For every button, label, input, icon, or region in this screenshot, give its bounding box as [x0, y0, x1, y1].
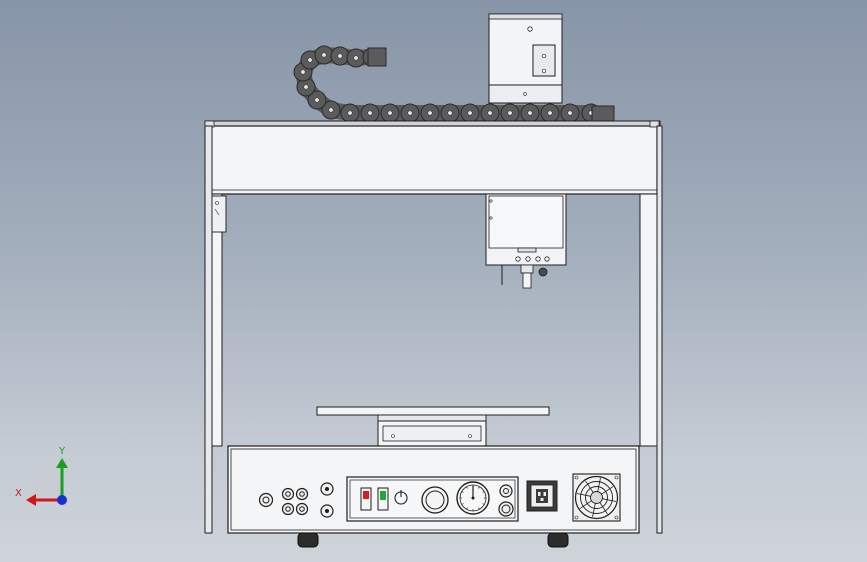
z-axis-dot — [57, 495, 67, 505]
gauge-tick — [482, 491, 485, 493]
z-axis-head-upper[interactable] — [488, 13, 563, 104]
right-column — [639, 125, 663, 534]
left-connectors[interactable] — [258, 482, 334, 518]
chain-link — [330, 46, 350, 66]
chain-link — [460, 103, 480, 123]
gauge-tick — [461, 491, 464, 493]
gantry-beam — [204, 120, 661, 195]
fan-spoke — [602, 498, 617, 502]
fan-spoke — [601, 486, 614, 495]
foot-right — [547, 532, 569, 548]
chain-link — [307, 90, 327, 110]
connector-single-icon — [258, 492, 274, 508]
gauge-tick — [482, 503, 485, 505]
connector-quad-icon — [281, 487, 309, 516]
chain-link — [321, 100, 341, 120]
gauge-tick — [461, 503, 464, 505]
fan-spoke — [597, 477, 601, 492]
work-table[interactable] — [316, 406, 550, 447]
power-socket-icon[interactable] — [526, 480, 558, 512]
fan-spoke — [579, 500, 592, 509]
chain-link — [540, 103, 560, 123]
fan-spoke — [576, 493, 591, 497]
z-axis-head-lower[interactable] — [485, 193, 567, 289]
chain-link — [480, 103, 500, 123]
coordinate-triad: X Y — [15, 446, 68, 506]
cable-drag-chain — [293, 45, 615, 123]
chain-end-bracket — [367, 47, 387, 67]
chain-link — [500, 103, 520, 123]
fan-spoke — [592, 503, 596, 518]
x-axis-label: X — [15, 488, 22, 499]
chain-link — [314, 45, 334, 65]
chain-link — [560, 103, 580, 123]
pressure-gauge-icon — [456, 481, 490, 515]
chain-link — [520, 103, 540, 123]
cooling-fan-icon — [572, 473, 621, 522]
chain-link — [400, 103, 420, 123]
chain-link — [360, 103, 380, 123]
gauge-tick — [478, 507, 480, 510]
connector-pair-icon — [320, 482, 334, 518]
fan-spoke — [599, 502, 608, 515]
left-column — [204, 125, 227, 534]
y-axis-label: Y — [58, 446, 66, 457]
gauge-tick — [466, 486, 468, 489]
foot-left — [297, 532, 319, 548]
chain-link — [380, 103, 400, 123]
chain-link — [440, 103, 460, 123]
fan-spoke — [585, 480, 594, 493]
chain-link — [340, 103, 360, 123]
gauge-tick — [466, 507, 468, 510]
power-knob-icon[interactable] — [394, 490, 408, 505]
red-switch-button[interactable] — [360, 487, 372, 511]
rotary-knob-icon[interactable] — [421, 486, 449, 514]
gauge-tick — [478, 486, 480, 489]
regulator-knob-icon[interactable] — [498, 484, 514, 517]
green-switch-button[interactable] — [377, 487, 389, 511]
chain-link — [346, 48, 366, 68]
chain-link — [420, 103, 440, 123]
chain-mount-bracket — [591, 105, 615, 123]
